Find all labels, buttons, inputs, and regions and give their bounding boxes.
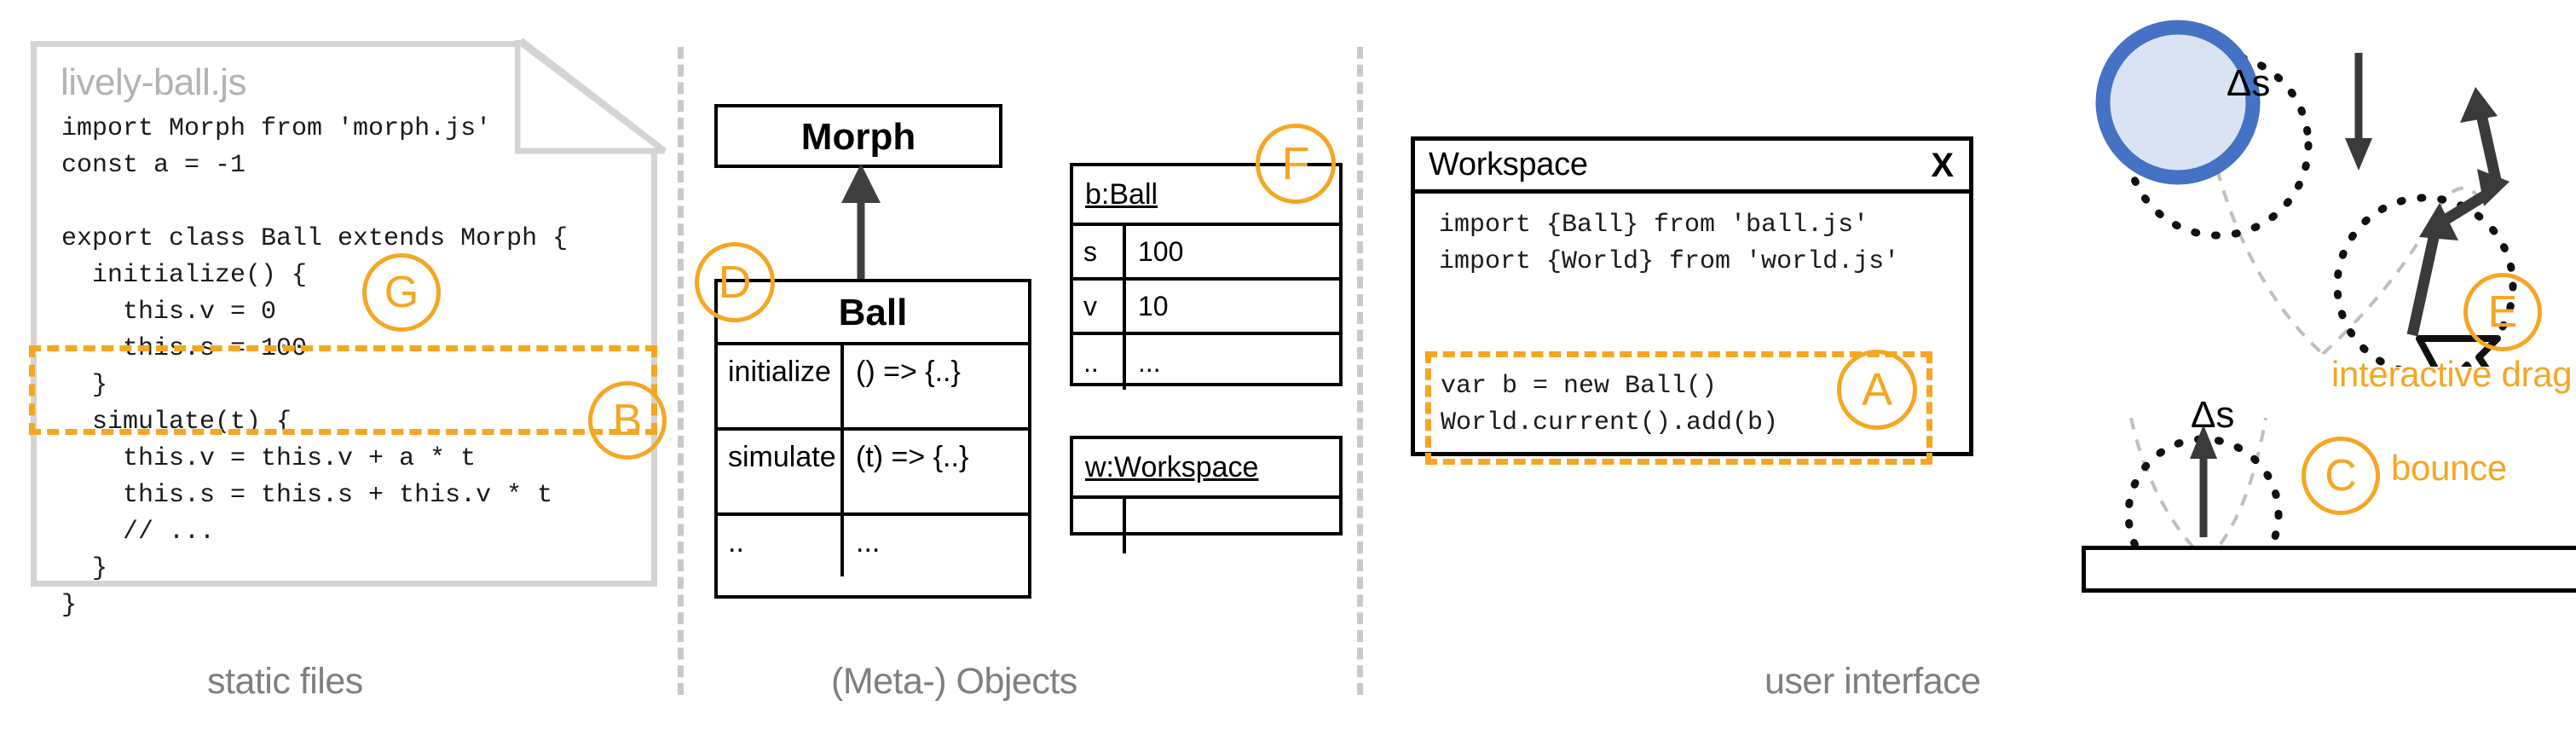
- file-source-code[interactable]: import Morph from 'morph.js' const a = -…: [61, 114, 569, 620]
- uml-member-name: simulate: [718, 431, 844, 512]
- object-card-ball[interactable]: b:Ball s 100 v 10 .. ...: [1070, 163, 1343, 390]
- uml-row: .. ...: [718, 516, 1028, 576]
- uml-member-name: ..: [718, 516, 844, 576]
- delta-s-arrow-down: [2345, 53, 2372, 171]
- uml-class-morph[interactable]: Morph: [714, 104, 1002, 168]
- object-value: ...: [1138, 346, 1161, 378]
- file-sheet-body: [31, 41, 657, 587]
- marker-c[interactable]: C: [2302, 437, 2380, 515]
- file-title: lively-ball.js: [61, 61, 246, 103]
- uml-morph-title: Morph: [800, 116, 916, 158]
- ball-simulation-stage: [2095, 20, 2517, 367]
- workspace-window[interactable]: Workspace X import {Ball} from 'ball.js'…: [1411, 136, 1973, 456]
- delta-s-label-top: Δs: [2227, 62, 2271, 104]
- column-caption-user-interface: user interface: [1765, 661, 1981, 702]
- column-caption-static-files: static files: [207, 661, 363, 702]
- workspace-titlebar[interactable]: Workspace X: [1415, 141, 1969, 194]
- workspace-statements-code[interactable]: var b = new Ball() World.current().add(b…: [1441, 372, 1779, 437]
- object-card-header: b:Ball: [1073, 166, 1339, 226]
- uml-row: initialize () => {..}: [718, 345, 1028, 431]
- uml-member-signature: (t) => {..}: [856, 441, 969, 473]
- object-card-workspace[interactable]: w:Workspace .. ...: [1070, 436, 1343, 553]
- uml-class-ball[interactable]: Ball initialize () => {..} simulate (t) …: [714, 279, 1031, 599]
- uml-member-signature: ...: [856, 526, 881, 559]
- bounce-group: [2124, 418, 2283, 571]
- trajectory-up: [2204, 418, 2267, 563]
- object-key: v: [1073, 281, 1126, 332]
- column-separator-1: [678, 47, 684, 695]
- object-row: v 10: [1073, 281, 1339, 335]
- marker-e[interactable]: E: [2463, 273, 2542, 351]
- object-row: .. ...: [1073, 499, 1339, 553]
- marker-d[interactable]: D: [695, 242, 775, 322]
- object-value: 10: [1138, 290, 1169, 321]
- uml-ball-title: Ball: [718, 282, 1028, 345]
- object-row: s 100: [1073, 226, 1339, 281]
- column-separator-2: [1357, 47, 1363, 695]
- marker-g[interactable]: G: [362, 253, 441, 332]
- object-value: ...: [1138, 510, 1161, 541]
- annotation-bounce: bounce: [2391, 448, 2507, 488]
- object-key: s: [1073, 226, 1126, 277]
- object-card-title: w:Workspace: [1085, 450, 1259, 483]
- close-icon[interactable]: X: [1931, 146, 1954, 184]
- object-key: ..: [1073, 499, 1126, 553]
- object-card-header: w:Workspace: [1073, 439, 1339, 499]
- trajectory-path: [2202, 59, 2325, 356]
- workspace-title: Workspace: [1429, 147, 1588, 182]
- object-row: .. ...: [1073, 335, 1339, 390]
- object-value: 100: [1138, 235, 1184, 267]
- workspace-imports-code[interactable]: import {Ball} from 'ball.js' import {Wor…: [1439, 211, 1900, 276]
- marker-f[interactable]: F: [1256, 124, 1336, 204]
- annotation-interactive-drag: interactive drag: [2331, 354, 2573, 394]
- uml-member-signature: () => {..}: [856, 356, 961, 388]
- ball-shape: [2095, 20, 2261, 185]
- delta-s-label-bottom: Δs: [2191, 394, 2235, 436]
- marker-b[interactable]: B: [588, 381, 667, 460]
- inheritance-arrow-icon: [841, 164, 881, 286]
- uml-member-name: initialize: [718, 345, 844, 427]
- delta-s-arrow-up: [2190, 425, 2217, 537]
- static-file-page: lively-ball.js import Morph from 'morph.…: [31, 38, 667, 620]
- drag-path-arrows: [2406, 87, 2510, 337]
- highlight-box-statements: [1425, 351, 1932, 465]
- highlight-box-simulate: [29, 345, 657, 435]
- page-fold-icon: [515, 38, 667, 154]
- ground-platform: [2082, 546, 2576, 593]
- object-card-title: b:Ball: [1085, 177, 1158, 211]
- uml-row: simulate (t) => {..}: [718, 431, 1028, 516]
- object-key: ..: [1073, 335, 1126, 390]
- marker-a[interactable]: A: [1837, 350, 1917, 430]
- column-caption-meta-objects: (Meta-) Objects: [831, 661, 1077, 702]
- trajectory-down: [2129, 418, 2208, 563]
